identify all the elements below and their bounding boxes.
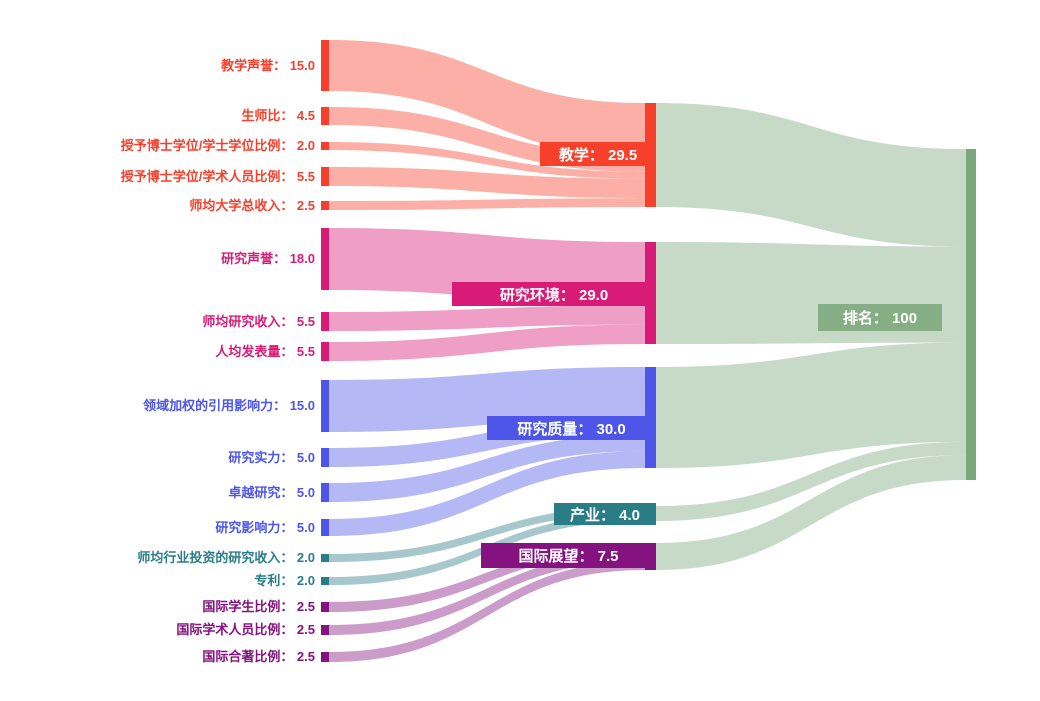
link-research-quality-to-overall-ranking [656, 342, 966, 468]
node-institutional-income [321, 201, 329, 210]
label-overall-ranking: 排名： 100 [818, 304, 942, 331]
label-industry-income: 师均行业投资的研究收入： 2.0 [137, 550, 315, 565]
label-research-influence: 研究影响力： 5.0 [215, 519, 315, 535]
label-institutional-income: 师均大学总收入： 2.5 [189, 197, 315, 213]
node-research-influence [321, 519, 329, 536]
link-doctorate-bachelor-ratio [329, 142, 645, 179]
link-teaching-reputation [329, 40, 645, 156]
node-international-coauthorship [321, 652, 329, 662]
link-industry-income [329, 506, 645, 562]
link-international-staff [329, 552, 645, 635]
label-doctorate-staff-ratio: 授予博士学位/学术人员比例： 5.5 [120, 168, 315, 184]
link-research-income [329, 305, 645, 331]
label-research-reputation: 研究声誉： 18.0 [221, 251, 315, 266]
node-research-excellence [321, 483, 329, 502]
node-student-staff-ratio [321, 107, 329, 125]
link-research-influence [329, 451, 645, 536]
link-international-students [329, 543, 645, 612]
node-research-income [321, 312, 329, 331]
node-patents [321, 577, 329, 585]
label-teaching: 教学： 29.5 [540, 142, 656, 166]
link-teaching-to-overall-ranking [656, 103, 966, 247]
label-research-excellence: 卓越研究： 5.0 [228, 484, 315, 500]
node-doctorate-bachelor-ratio [321, 142, 329, 150]
link-international-outlook-to-overall-ranking [656, 455, 966, 570]
node-teaching-reputation [321, 40, 329, 91]
node-citation-impact [321, 380, 329, 432]
label-research-strength: 研究实力： 5.0 [228, 449, 315, 465]
label-student-staff-ratio: 生师比： 4.5 [241, 108, 315, 123]
node-research-productivity [321, 342, 329, 361]
link-industry-to-overall-ranking [656, 441, 966, 521]
node-international-staff [321, 625, 329, 635]
label-teaching-reputation: 教学声誉： 15.0 [221, 57, 315, 73]
label-patents: 专利： 2.0 [254, 573, 315, 588]
label-research-quality: 研究质量： 30.0 [487, 416, 656, 440]
label-research-productivity: 人均发表量： 5.5 [215, 343, 315, 359]
label-citation-impact: 领域加权的引用影响力： 15.0 [143, 398, 315, 413]
node-research-reputation [321, 228, 329, 290]
link-citation-impact [329, 367, 645, 432]
link-doctorate-staff-ratio [329, 167, 645, 199]
label-research-environment: 研究环境： 29.0 [452, 282, 656, 306]
node-doctorate-staff-ratio [321, 167, 329, 186]
label-industry: 产业： 4.0 [554, 503, 656, 525]
label-research-income: 师均研究收入： 5.5 [202, 313, 315, 329]
label-international-outlook: 国际展望： 7.5 [481, 543, 656, 568]
node-overall-ranking [966, 149, 976, 480]
label-international-staff: 国际学术人员比例： 2.5 [176, 622, 315, 637]
link-research-excellence [329, 434, 645, 502]
link-international-coauthorship [329, 561, 645, 662]
link-institutional-income [329, 198, 645, 210]
node-industry-income [321, 554, 329, 562]
node-research-strength [321, 448, 329, 467]
label-doctorate-bachelor-ratio: 授予博士学位/学士学位比例： 2.0 [120, 138, 315, 153]
node-international-students [321, 602, 329, 612]
link-research-productivity [329, 324, 645, 361]
label-international-coauthorship: 国际合著比例： 2.5 [202, 649, 315, 664]
label-international-students: 国际学生比例： 2.5 [202, 599, 315, 614]
